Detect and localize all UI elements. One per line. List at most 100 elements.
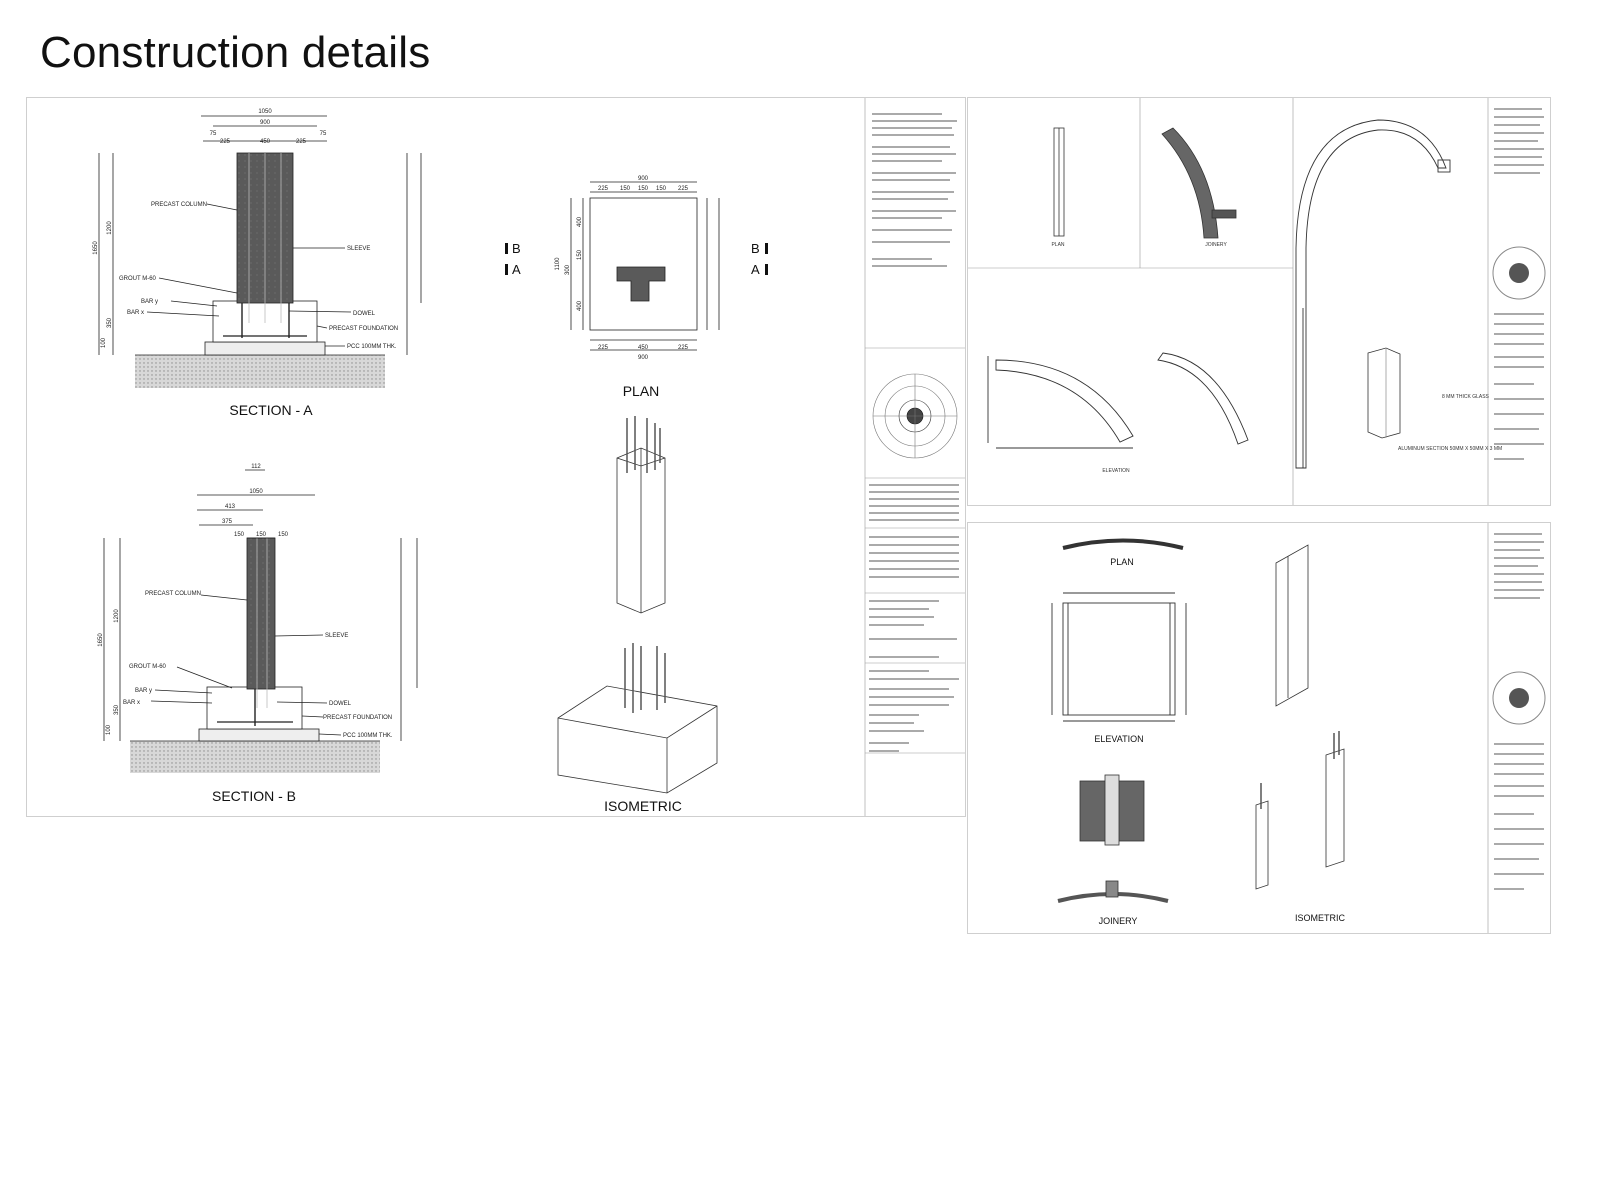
dim-b-112: 112	[251, 464, 261, 470]
plan-dim-225-bl: 225	[598, 345, 609, 351]
section-marker-a-right	[765, 264, 768, 275]
sheet-2-plan-caption: PLAN	[1051, 242, 1064, 248]
sheet-3-plan-arc	[1062, 538, 1184, 550]
sheet-3-elevation-view	[1051, 592, 1187, 722]
sheet-2-joinery-view	[1161, 127, 1237, 239]
dim-a-350: 350	[107, 317, 113, 328]
dim-b-350: 350	[114, 704, 120, 715]
title-block-1-notes	[869, 113, 959, 752]
label-b-pcc: PCC 100MM THK.	[343, 733, 393, 739]
dim-b-413: 413	[225, 504, 236, 510]
dim-b-150-right: 150	[278, 532, 289, 538]
dim-b-1200: 1200	[114, 609, 120, 623]
plan-dim-900-bottom: 900	[638, 355, 649, 361]
dim-a-1200: 1200	[107, 221, 113, 235]
sheet-3-drawing: PLAN ELEVATION JOINERY ISOMETRIC	[1051, 523, 1546, 933]
label-a-grout: GROUT M-60	[119, 276, 157, 282]
isometric-column	[616, 416, 666, 614]
sheet-2-glass-label: 8 MM THICK GLASS	[1442, 394, 1490, 400]
ground-hatch-b	[130, 741, 380, 773]
sheet-3-isometric-caption: ISOMETRIC	[1295, 913, 1346, 923]
dim-b-1050: 1050	[249, 489, 263, 495]
sheet-2-drawing: PLAN JOINERY ELEVATION ALUMINUM SECTION …	[968, 98, 1546, 505]
sheet-2-aluminum-label: ALUMINUM SECTION 50MM X 50MM X 3 MM	[1398, 446, 1502, 452]
marker-b-right: B	[751, 241, 760, 256]
plan-column-footprint	[616, 266, 666, 302]
label-a-precast-foundation: PRECAST FOUNDATION	[329, 326, 398, 332]
sheet-3-plan-caption: PLAN	[1110, 557, 1134, 567]
caption-section-b: SECTION - B	[212, 788, 296, 804]
label-a-precast-column: PRECAST COLUMN	[151, 202, 207, 208]
caption-plan: PLAN	[623, 383, 660, 399]
sheet-3-elevation-caption: ELEVATION	[1094, 734, 1143, 744]
section-marker-b-right	[765, 243, 768, 254]
drawing-sheet-2: PLAN JOINERY ELEVATION ALUMINUM SECTION …	[967, 97, 1551, 506]
dim-b-150-mid: 150	[256, 532, 267, 538]
label-b-sleeve: SLEEVE	[325, 633, 348, 639]
plan-dim-225-tr: 225	[678, 186, 689, 192]
dim-a-75-left: 75	[210, 131, 217, 137]
section-b	[103, 469, 418, 773]
plan-text: 900 225 150 150 150 225 225 450 225 900 …	[555, 176, 689, 361]
sheet-2-elevation-view	[987, 352, 1249, 449]
dim-a-225-left: 225	[220, 139, 231, 145]
section-marker-a-left	[505, 264, 508, 275]
marker-a-right: A	[751, 262, 760, 277]
sheet-2-joinery-caption: JOINERY	[1205, 242, 1227, 248]
sheet-3-title-block	[1492, 533, 1546, 890]
plan-view	[505, 181, 768, 351]
plan-dim-400-top: 400	[577, 216, 583, 227]
plan-dim-225-tl: 225	[598, 186, 609, 192]
dim-a-450: 450	[260, 139, 271, 145]
dim-b-150-left: 150	[234, 532, 245, 538]
sheet-3-isometric-view	[1255, 544, 1345, 890]
sheet-3-joinery-caption: JOINERY	[1099, 916, 1138, 926]
plan-dim-300: 300	[565, 264, 571, 275]
dim-a-1650: 1650	[93, 241, 99, 255]
plan-dim-400-bottom: 400	[577, 300, 583, 311]
caption-section-a: SECTION - A	[229, 402, 313, 418]
plan-foundation-outline	[589, 197, 698, 331]
label-a-dowel: DOWEL	[353, 311, 376, 317]
ground-hatch-a	[135, 355, 385, 388]
caption-isometric: ISOMETRIC	[604, 798, 682, 814]
dim-a-900: 900	[260, 120, 271, 126]
sheet-2-elevation-caption: ELEVATION	[1102, 468, 1130, 474]
label-a-bar-x: BAR x	[127, 310, 144, 316]
label-b-bar-x: BAR x	[123, 700, 140, 706]
page-title: Construction details	[40, 28, 431, 77]
dim-a-225-right: 225	[296, 139, 307, 145]
marker-b-left: B	[512, 241, 521, 256]
sheet-2-grid	[968, 98, 1489, 505]
label-b-dowel: DOWEL	[329, 701, 352, 707]
dim-b-100: 100	[106, 724, 112, 735]
isometric-foundation	[557, 643, 718, 794]
marker-a-left: A	[512, 262, 521, 277]
section-marker-b-left	[505, 243, 508, 254]
pcc-bed-a	[204, 341, 326, 356]
label-b-grout: GROUT M-60	[129, 664, 167, 670]
plan-dim-225-br: 225	[678, 345, 689, 351]
label-a-pcc: PCC 100MM THK.	[347, 344, 397, 350]
section-a-text: 1050 900 75 225 450 225 75 1650 1200 350…	[93, 109, 398, 350]
label-b-bar-y: BAR y	[135, 688, 152, 694]
plan-dim-150-side: 150	[577, 249, 583, 260]
label-b-precast-foundation: PRECAST FOUNDATION	[323, 715, 392, 721]
plan-dim-150-b: 150	[638, 186, 649, 192]
plan-dim-150-a: 150	[620, 186, 631, 192]
dim-a-75-right: 75	[320, 131, 327, 137]
section-b-text: 112 1050 413 375 150 150 150 1650 1200 3…	[98, 464, 393, 739]
sheet-2-plan-view	[1053, 127, 1065, 237]
precast-column-b	[246, 537, 276, 690]
dim-b-1650: 1650	[98, 633, 104, 647]
label-a-bar-y: BAR y	[141, 299, 158, 305]
sheet-2-title-block	[1492, 108, 1546, 460]
dim-b-375: 375	[222, 519, 233, 525]
plan-dim-1100: 1100	[555, 257, 561, 271]
dim-a-100: 100	[101, 337, 107, 348]
plan-dim-450-b: 450	[638, 345, 649, 351]
dim-a-1050: 1050	[258, 109, 272, 115]
plan-section-markers: B A B A	[512, 241, 760, 277]
label-b-precast-column: PRECAST COLUMN	[145, 591, 201, 597]
pcc-bed-b	[198, 728, 320, 742]
